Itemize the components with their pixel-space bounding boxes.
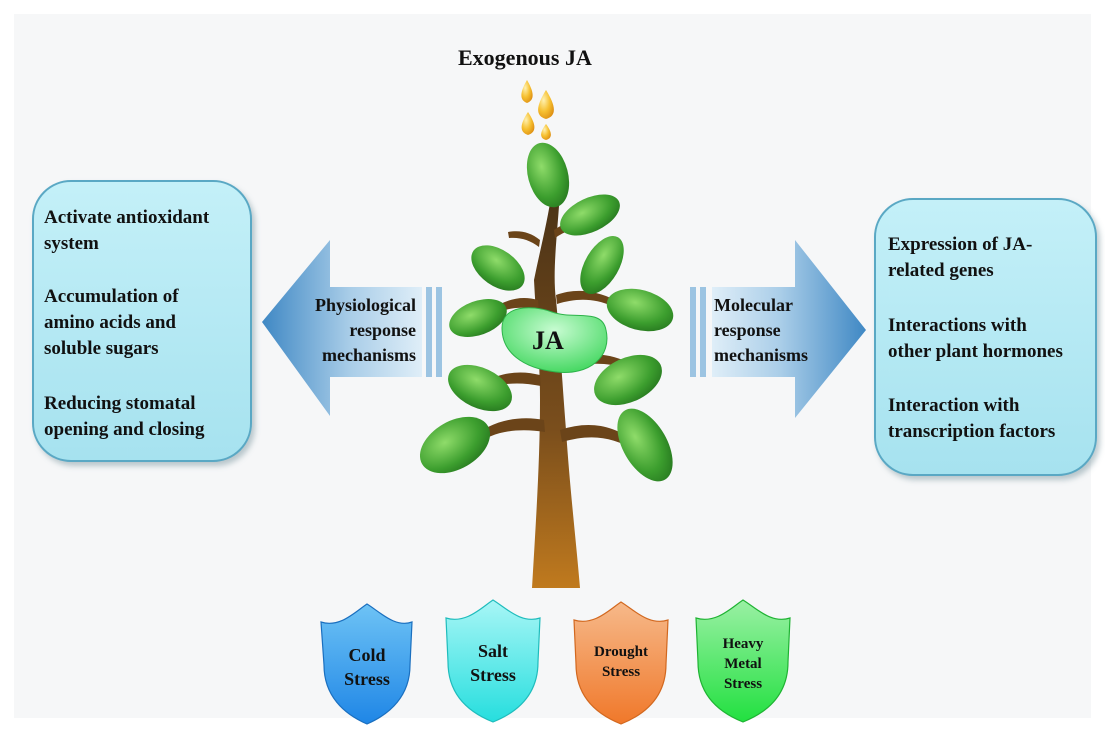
shield-cold [320, 603, 413, 725]
shield-label-heavy-metal: Heavy Metal Stress [703, 634, 783, 694]
right-panel-line: transcription factors [888, 421, 1056, 442]
shield-line: Drought [594, 644, 648, 660]
left-arrow [262, 240, 442, 416]
shield-salt [445, 599, 541, 723]
stress-shield-drought [573, 601, 669, 725]
right-arrow-line: response [714, 320, 781, 340]
leaf [560, 194, 620, 236]
left-panel-line: system [44, 233, 99, 254]
right-panel-line: other plant hormones [888, 341, 1063, 362]
left-panel-line: opening and closing [44, 419, 205, 440]
shield-line: Metal [724, 656, 762, 672]
shield-line: Stress [344, 669, 390, 689]
shield-line: Stress [723, 676, 763, 692]
left-panel-item-antioxidant: Activate antioxidant system [44, 205, 209, 257]
leaf [617, 408, 673, 482]
droplet [541, 124, 551, 140]
droplet [521, 112, 535, 135]
tree-branch [560, 425, 640, 451]
right-panel-item-hormones: Interactions with other plant hormones [888, 313, 1063, 365]
right-arrow-bar-1 [690, 287, 696, 377]
left-arrow-bar-1 [426, 287, 432, 377]
left-panel-item-accumulation: Accumulation of amino acids and soluble … [44, 284, 179, 362]
shield-line: Stress [601, 664, 641, 680]
right-panel [874, 198, 1097, 476]
tree-branch [470, 418, 545, 446]
ja-droplets [521, 80, 554, 140]
droplet [521, 80, 533, 103]
leaf [606, 288, 674, 332]
right-panel-line: Interaction with [888, 395, 1020, 416]
stress-shield-salt [445, 599, 541, 723]
leaf [526, 142, 570, 208]
left-panel-line: Accumulation of [44, 286, 179, 307]
shield-line: Stress [470, 665, 516, 685]
shield-label-cold: Cold Stress [327, 643, 407, 691]
right-arrow-bar-2 [700, 287, 706, 377]
right-panel-line: Expression of JA- [888, 234, 1033, 255]
left-arrow-label: Physiological response mechanisms [284, 293, 416, 368]
tree-trunk [532, 190, 580, 588]
leaf [471, 245, 525, 291]
left-panel-item-stomatal: Reducing stomatal opening and closing [44, 391, 205, 443]
right-arrow-label: Molecular response mechanisms [714, 293, 854, 368]
leaf [594, 354, 662, 406]
shield-line: Salt [477, 641, 508, 661]
right-arrow-line: Molecular [714, 295, 793, 315]
left-arrow-line: Physiological [314, 295, 416, 315]
left-panel-line: soluble sugars [44, 338, 159, 359]
diagram-title: Exogenous JA [458, 45, 592, 70]
shield-line: Cold [348, 645, 386, 665]
stress-shield-heavy-metal [695, 599, 791, 723]
shield-heavy-metal [695, 599, 791, 723]
droplet [538, 90, 554, 119]
tree-branch [556, 290, 615, 306]
shield-label-drought: Drought Stress [578, 642, 664, 682]
left-panel-line: amino acids and [44, 312, 176, 333]
ja-label: JA [532, 326, 564, 355]
left-arrow-line: response [349, 320, 416, 340]
right-panel-item-expression: Expression of JA- related genes [888, 232, 1032, 284]
leaf [448, 364, 512, 412]
left-panel [32, 180, 252, 462]
leaf [419, 416, 491, 474]
plant-tree [419, 142, 674, 588]
right-arrow [690, 240, 866, 418]
right-arrow-body [712, 240, 866, 418]
shield-line: Heavy [722, 636, 764, 652]
right-panel-line: related genes [888, 260, 994, 281]
right-panel-item-transcription: Interaction with transcription factors [888, 393, 1055, 445]
right-panel-line: Interactions with [888, 315, 1027, 336]
left-panel-line: Reducing stomatal [44, 393, 196, 414]
shield-label-salt: Salt Stress [453, 639, 533, 687]
left-arrow-line: mechanisms [322, 345, 416, 365]
right-arrow-line: mechanisms [714, 345, 808, 365]
tree-branch [508, 231, 540, 247]
leaf [580, 236, 624, 294]
stress-shield-cold [320, 603, 413, 725]
shield-drought [573, 601, 669, 725]
left-panel-line: Activate antioxidant [44, 207, 210, 228]
ja-bean [501, 307, 608, 373]
leaf [449, 299, 507, 337]
left-arrow-bar-2 [436, 287, 442, 377]
left-arrow-body [262, 240, 422, 416]
